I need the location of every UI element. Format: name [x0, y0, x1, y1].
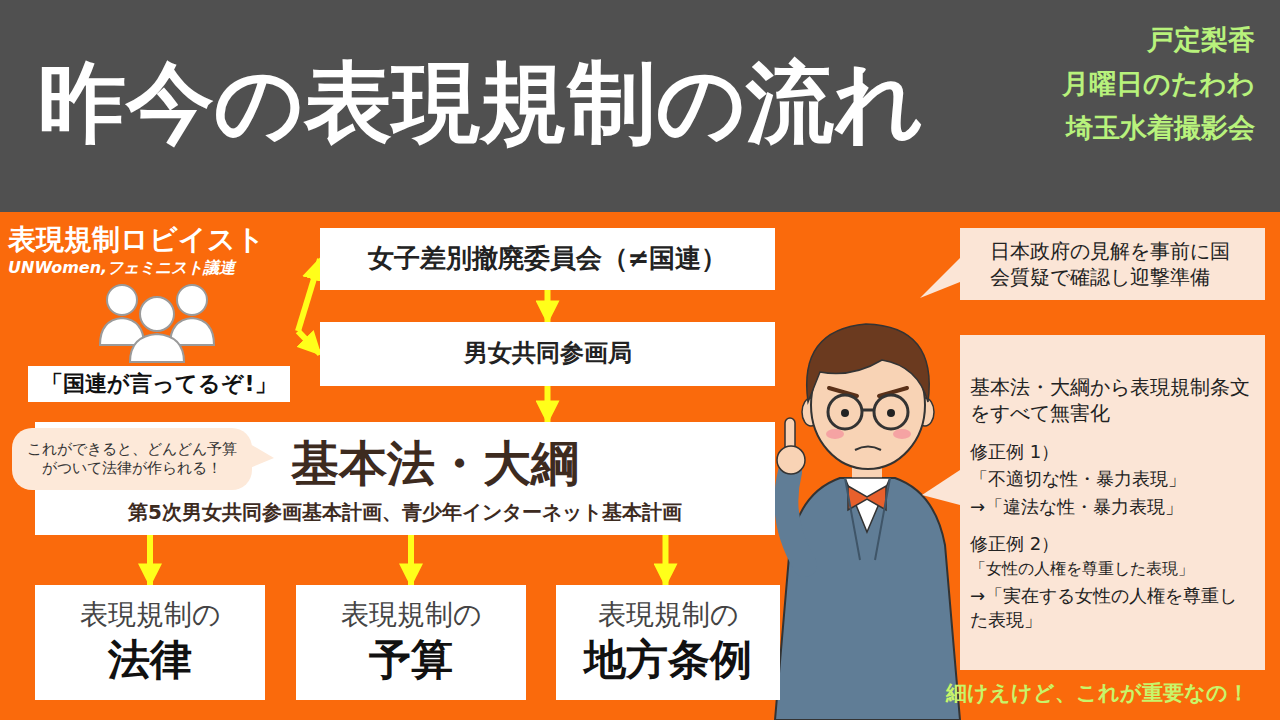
node-heading: 基本法・大綱	[291, 432, 579, 494]
man-figure	[775, 324, 960, 720]
node-text: 予算	[369, 633, 453, 688]
cheek	[826, 429, 844, 439]
node-heading: 日本政府の見解を事前に国会質疑で確認し迎撃準備	[990, 238, 1235, 290]
person-head	[107, 285, 137, 315]
process-box: 女子差別撤廃委員会（≠国連）	[320, 228, 775, 290]
glasses-bridge	[862, 409, 874, 412]
node-heading: 基本法・大綱から表現規制条文をすべて無害化	[970, 374, 1255, 426]
result-box: 表現規制の地方条例	[556, 585, 780, 700]
node-heading: 表現規制ロビイスト	[8, 222, 265, 258]
person-head	[177, 285, 207, 315]
hair	[807, 324, 930, 402]
node-text: →「実在する女性の人権を尊重した表現」	[970, 584, 1255, 631]
node-text: 第5次男女共同参画基本計画、青少年インターネット基本計画	[128, 499, 682, 525]
node-text: 「女性の人権を尊重した表現」	[970, 559, 1194, 580]
eye	[887, 409, 895, 417]
suit	[775, 478, 960, 720]
note-label: 細けえけど、これが重要なの！	[930, 680, 1265, 707]
node-text: 修正例 1）	[970, 440, 1059, 463]
eye	[841, 409, 849, 417]
quote-box: 「国連が言ってるぞ!」	[28, 366, 290, 402]
node-text: 法律	[108, 633, 192, 688]
arm	[786, 472, 805, 565]
bow-tie	[848, 486, 886, 510]
speech-bubble: これができると、どんどん予算がついて法律が作られる！	[12, 428, 252, 490]
bubble-tail	[960, 228, 1265, 300]
hand	[777, 446, 805, 474]
glasses	[874, 395, 908, 429]
title: 昨今の表現規制の流れ	[38, 50, 924, 156]
node-text: 修正例 2）	[970, 532, 1059, 555]
lobbyist-group: 表現規制ロビイストUNWomen,フェミニスト議連	[8, 222, 298, 362]
node-heading: 「国連が言ってるぞ!」	[41, 370, 276, 399]
bubble-tail-shape	[922, 470, 960, 505]
node-text: 地方条例	[584, 633, 752, 688]
node-heading: 男女共同参画局	[464, 338, 632, 369]
flow-arrow	[545, 290, 551, 322]
person-head	[140, 297, 174, 331]
people-icon	[100, 285, 214, 362]
flow-arrow	[147, 535, 153, 585]
node-heading: 表現規制の	[598, 597, 739, 633]
tag-label: 月曜日のたわわ	[1000, 66, 1255, 101]
node-heading: 女子差別撤廃委員会（≠国連）	[368, 242, 728, 276]
glasses	[828, 395, 862, 429]
lapel	[845, 478, 890, 560]
process-box: 男女共同参画局	[320, 322, 775, 386]
node-text: 「不適切な性・暴力表現」	[970, 467, 1186, 490]
speech-bubble: 日本政府の見解を事前に国会質疑で確認し迎撃準備	[960, 228, 1265, 300]
flow-arrow	[663, 535, 669, 585]
header-band	[0, 0, 1280, 212]
node-text: UNWomen,フェミニスト議連	[8, 258, 235, 279]
flow-arrow	[298, 331, 320, 354]
shirt	[845, 478, 890, 532]
bubble-tail-shape	[920, 258, 960, 298]
node-heading: これができると、どんどん予算がついて法律が作られる！	[22, 440, 242, 479]
person-body	[130, 334, 184, 362]
result-box: 表現規制の法律	[35, 585, 265, 700]
node-heading: 表現規制の	[80, 597, 221, 633]
flow-arrow	[545, 386, 551, 422]
node-heading: 表現規制の	[341, 597, 482, 633]
tag-label: 埼玉水着撮影会	[1000, 110, 1255, 145]
orange-ground	[0, 212, 1280, 720]
mouth	[855, 447, 881, 451]
flow-arrow	[408, 535, 414, 585]
note-panel: 基本法・大綱から表現規制条文をすべて無害化修正例 1） 「不適切な性・暴力表現」 →…	[960, 335, 1265, 670]
flow-arrow	[298, 259, 320, 331]
cheek	[893, 429, 911, 439]
node-text: →「違法な性・暴力表現」	[970, 495, 1183, 518]
tag-label: 戸定梨香	[1000, 22, 1255, 57]
result-box: 表現規制の予算	[296, 585, 526, 700]
